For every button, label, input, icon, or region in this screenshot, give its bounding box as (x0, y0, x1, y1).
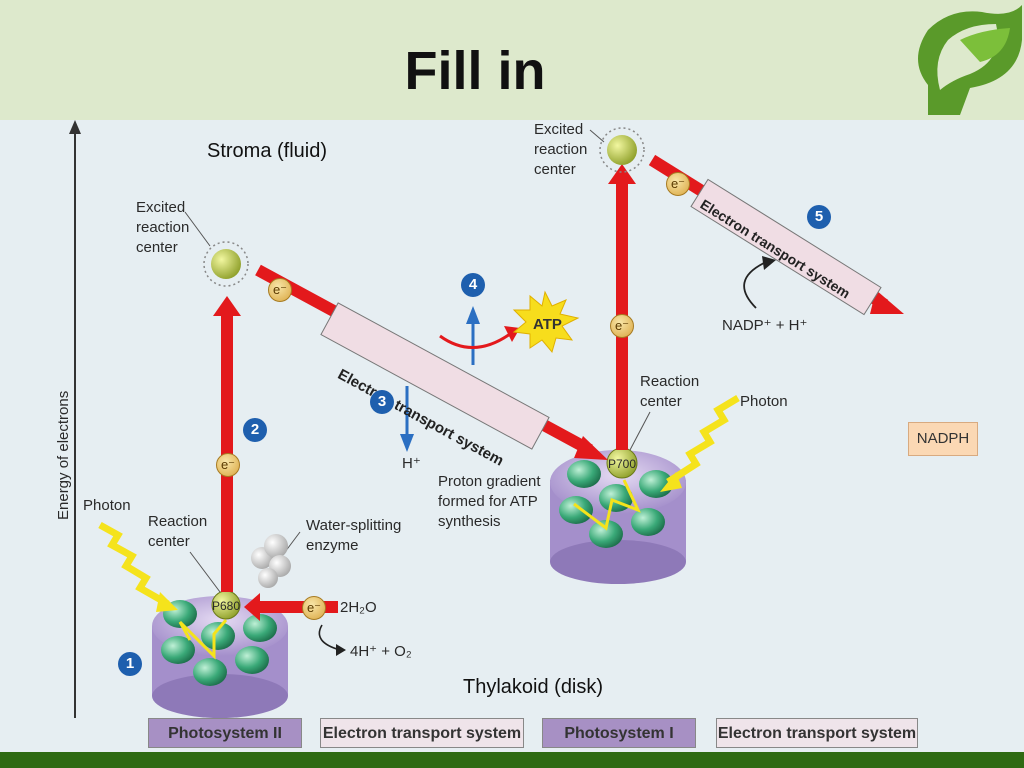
ps1-energy-transfer (573, 479, 641, 531)
reaction-center-ps1-pointer (629, 411, 651, 451)
electron-badge: e⁻ (666, 172, 690, 196)
electron-badge: e⁻ (302, 596, 326, 620)
proton-arrowhead (400, 434, 414, 452)
ets1-arrowhead (574, 436, 608, 460)
water-electron-arrowhead (244, 593, 260, 621)
photon-left-label: Photon (83, 497, 131, 514)
excited-left-pointer (184, 211, 211, 247)
ps2-energy-transfer (178, 619, 228, 660)
photosynthesis-diagram: Stroma (fluid) Thylakoid (disk) Energy o… (0, 120, 1024, 752)
thylakoid-label: Thylakoid (disk) (463, 676, 604, 698)
water-label: 2H₂O (340, 599, 377, 616)
photon-left-zigzag (98, 521, 170, 608)
products-label: 4H⁺ + O₂ (350, 643, 412, 660)
nadp-curve-arrow (743, 261, 767, 309)
electron-badge: e⁻ (610, 314, 634, 338)
footer-bar (0, 752, 1024, 768)
photon-left-arrowhead (156, 592, 178, 612)
excited-center-left (203, 241, 249, 287)
proton-gradient-line-3: synthesis (438, 513, 501, 530)
excited-left-line-1: Excited (136, 199, 186, 216)
reaction-center-ps2-line-1: Reaction (148, 513, 208, 530)
nadp-label: NADP⁺ + H⁺ (722, 317, 808, 334)
bottom-label-photosystem-ii: Photosystem II (148, 718, 302, 748)
atp-red-curve (439, 332, 511, 349)
photon-right-zigzag (666, 394, 740, 485)
nadph-box: NADPH (908, 422, 978, 456)
excited-right-line-2: reaction (534, 141, 588, 158)
atp-starburst (512, 290, 580, 354)
slide-title: Fill in (404, 41, 546, 101)
step-4-marker: 4 (461, 273, 485, 297)
reaction-center-ps2-line-2: center (148, 533, 190, 550)
p680-label: P680 (212, 599, 241, 613)
atp-up-arrowhead (466, 306, 480, 324)
bottom-label-photosystem-i: Photosystem I (542, 718, 696, 748)
excited-right-pointer (589, 129, 605, 143)
water-electron-arrow (258, 601, 338, 613)
ps1-pigments (559, 460, 673, 548)
stroma-label: Stroma (fluid) (207, 140, 328, 162)
ps2-pigments (161, 600, 277, 686)
reaction-center-ps1-line-2: center (640, 393, 682, 410)
h-plus-label: H⁺ (402, 455, 421, 472)
electron-badge: e⁻ (216, 453, 240, 477)
ets2-arrowhead (870, 290, 904, 314)
ps2-energy-arrowhead (213, 296, 241, 316)
energy-axis-label: Energy of electrons (55, 390, 72, 520)
excited-right-line-1: Excited (534, 121, 584, 138)
ets-box-1 (320, 302, 550, 450)
water-splitting-line-1: Water-splitting (306, 517, 402, 534)
nadp-curve-arrowhead (762, 256, 776, 270)
reaction-center-ps1-line-1: Reaction (640, 373, 700, 390)
excited-right-line-3: center (534, 161, 576, 178)
proton-gradient-line-1: Proton gradient (438, 473, 541, 490)
photon-right-label: Photon (740, 393, 788, 410)
bottom-label-ets-2: Electron transport system (716, 718, 918, 748)
excited-left-line-2: reaction (136, 219, 190, 236)
step-5-marker: 5 (807, 205, 831, 229)
step-1-marker: 1 (118, 652, 142, 676)
excited-center-right (599, 127, 645, 173)
water-products-arrowhead (336, 644, 346, 656)
step-2-marker: 2 (243, 418, 267, 442)
proton-gradient-line-2: formed for ATP (438, 493, 538, 510)
p700-label: P700 (608, 457, 637, 471)
atp-label: ATP (533, 316, 562, 333)
water-splitting-enzyme (251, 534, 291, 588)
energy-axis-arrowhead (69, 120, 81, 134)
water-splitting-line-2: enzyme (306, 537, 359, 554)
step-3-marker: 3 (370, 390, 394, 414)
ps1-energy-arrowhead (608, 164, 636, 184)
water-products-arrow (318, 624, 341, 651)
photon-right-arrowhead (660, 472, 682, 492)
reaction-center-ps2-pointer (189, 551, 221, 593)
ets-box-2 (690, 178, 882, 316)
bottom-label-ets-1: Electron transport system (320, 718, 524, 748)
electron-badge: e⁻ (268, 278, 292, 302)
slide-header (0, 0, 1024, 120)
excited-left-line-3: center (136, 239, 178, 256)
leaf-bulb-icon (918, 5, 1022, 115)
